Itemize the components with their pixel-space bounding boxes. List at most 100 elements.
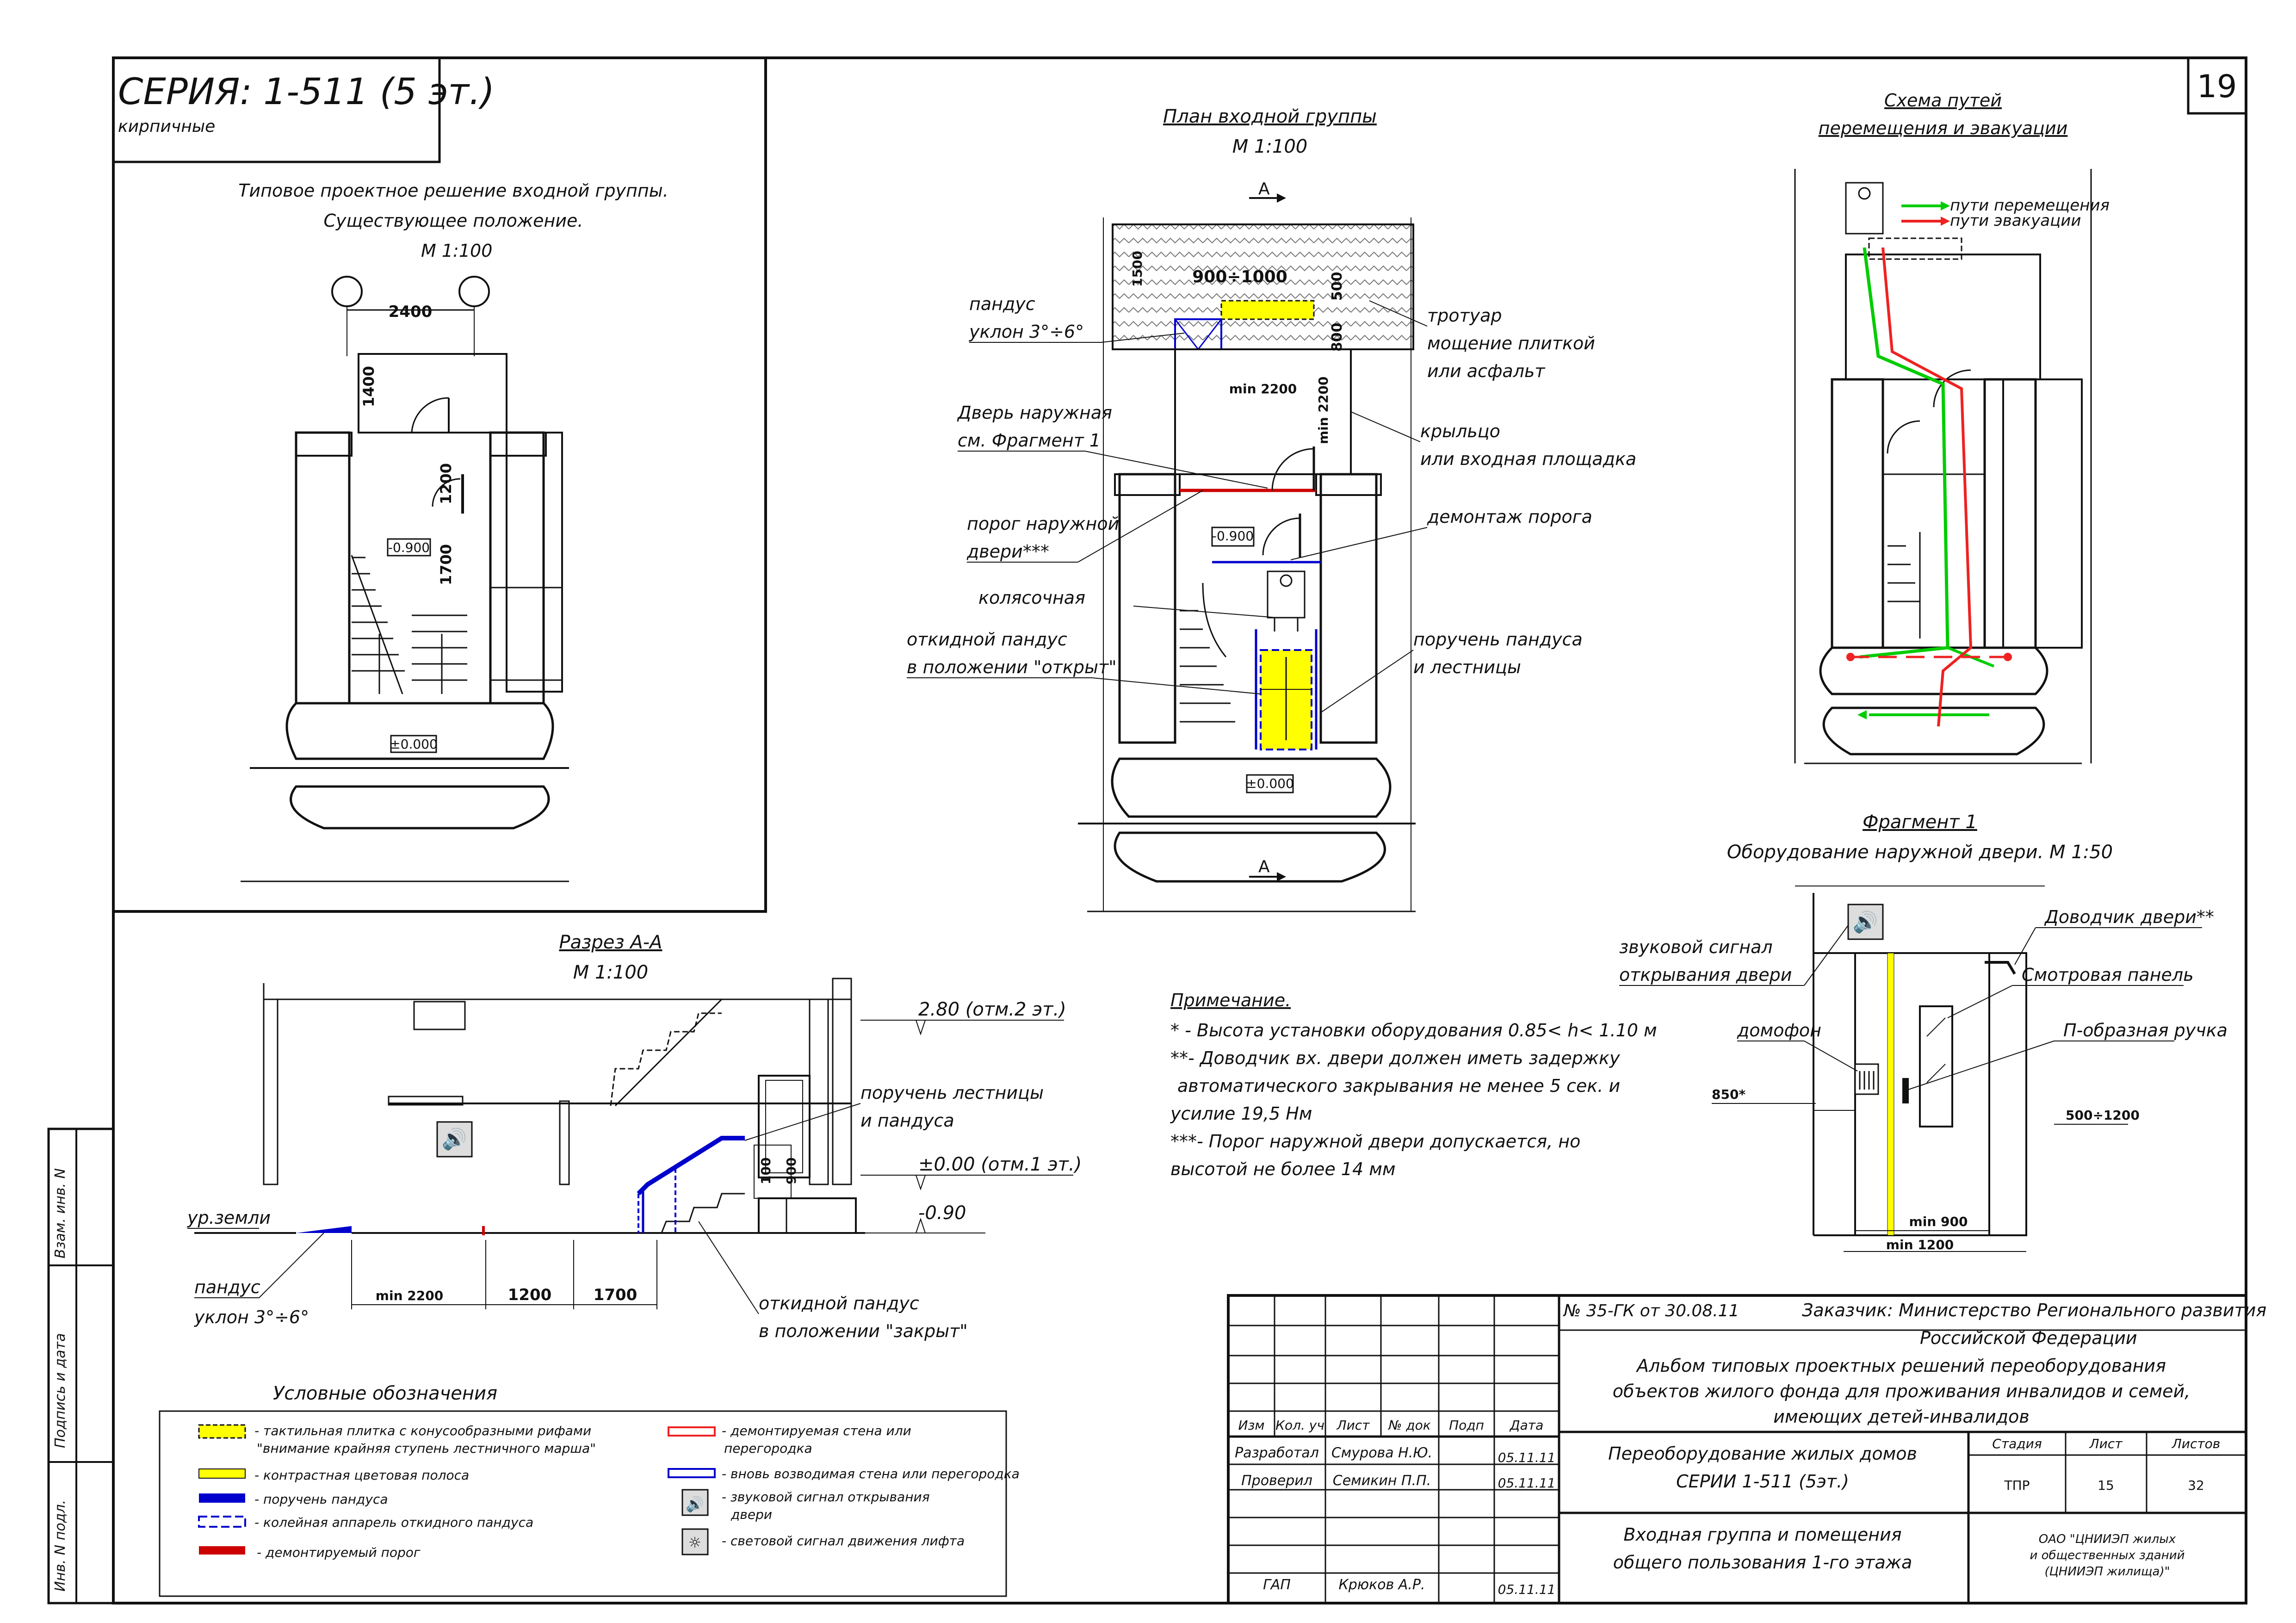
tb-chk-date: 05.11.11: [1498, 1475, 1556, 1491]
plan-label-porch-2: или входная площадка: [1420, 449, 1636, 469]
fragment-title: Фрагмент 1: [1863, 812, 1977, 833]
plan-label-threshold-2: двери***: [966, 541, 1049, 562]
plan-level-zero: ±0.000: [1246, 776, 1294, 791]
section-scale: М 1:100: [573, 962, 649, 983]
existing-level-zero: [390, 735, 437, 753]
fragment-1: Фрагмент 1 Оборудование наружной двери. …: [1619, 812, 2228, 1252]
level-000: ±0.00 (отм.1 эт.): [918, 1154, 1082, 1175]
plan-label-porch: крыльцо: [1420, 421, 1500, 441]
legend-dismantled-2: перегородка: [724, 1441, 812, 1456]
plan-label-sidewalk-3: или асфальт: [1427, 361, 1546, 381]
tb-org-1: ОАО "ЦНИИЭП жилых: [2039, 1532, 2176, 1546]
dim-1200: 1200: [437, 463, 455, 504]
plan-label-sidewalk: тротуар: [1427, 305, 1502, 326]
plan-label-sidewalk-2: мощение плиткой: [1427, 333, 1595, 353]
tb-work-2: СЕРИИ 1-511 (5эт.): [1676, 1471, 1849, 1492]
tb-org-3: (ЦНИИЭП жилища)": [2044, 1565, 2170, 1579]
dim-min1200: min 1200: [1886, 1237, 1954, 1252]
tb-dev-date: 05.11.11: [1498, 1450, 1556, 1465]
plan-label-stroller: колясочная: [978, 588, 1085, 608]
series-subtitle: кирпичные: [118, 117, 215, 136]
stamp-substitute-inv: Взам. инв. N: [52, 1168, 68, 1258]
tb-dev-role: Разработал: [1235, 1445, 1319, 1461]
notes-line-5: ***- Порог наружной двери допускается, н…: [1170, 1131, 1580, 1152]
plan-label-ramp-slope: уклон 3°÷6°: [969, 322, 1084, 342]
legend-dismantled-swatch: [668, 1426, 716, 1437]
stamp-original-inv: Инв. N подл.: [52, 1500, 68, 1592]
existing-plan: Типовое проектное решение входной группы…: [238, 180, 668, 882]
evac-wheelchair-icon: [1845, 182, 1884, 235]
speaker-icon: 🔊: [1853, 910, 1878, 934]
tb-customer-2: Российской Федерации: [1920, 1328, 2137, 1348]
tb-sheet-name-1: Входная группа и помещения: [1623, 1524, 1901, 1545]
level-280: 2.80 (отм.2 эт.): [918, 999, 1066, 1020]
existing-level-minus-text: -0.900: [388, 540, 430, 555]
notes-line-3: автоматического закрывания не менее 5 се…: [1177, 1076, 1620, 1096]
legend-threshold-swatch: [199, 1546, 245, 1555]
tb-album-2: объектов жилого фонда для проживания инв…: [1613, 1381, 2191, 1401]
dim-min2200: min 2200: [1229, 381, 1297, 396]
notes-line-2: **- Доводчик вх. двери должен иметь заде…: [1170, 1048, 1620, 1068]
section-ramp-label: пандус: [194, 1277, 260, 1297]
section-dim-900: 900: [784, 1158, 799, 1184]
section-ground: ур.земли: [187, 1208, 271, 1228]
legend-new-wall: - вновь возводимая стена или перегородка: [722, 1466, 1020, 1481]
tactile-tiles: [1220, 300, 1315, 320]
tb-sheet-name-2: общего пользования 1-го этажа: [1613, 1552, 1912, 1573]
tb-dev-name: Смурова Н.Ю.: [1331, 1445, 1432, 1461]
notes-heading: Примечание.: [1170, 990, 1291, 1010]
wheelchair-icon: [1267, 570, 1306, 632]
tb-work-1: Переоборудование жилых домов: [1608, 1443, 1917, 1464]
evac-legend-evac: пути эвакуации: [1950, 211, 2081, 230]
tb-h-date: Дата: [1509, 1418, 1544, 1433]
viewing-panel: [1919, 1005, 1953, 1127]
plan-title: План входной группы: [1163, 106, 1377, 127]
entrance-plan: План входной группы М 1:100 А 1500 900÷1…: [907, 106, 1636, 912]
legend-title: Условные обозначения: [273, 1383, 497, 1404]
intercom-device: [1854, 1063, 1879, 1095]
existing-title-2: Существующее положение.: [324, 211, 583, 231]
section-ramp: [296, 1226, 352, 1233]
section-handrail: [637, 1136, 745, 1196]
evac-legend-move: пути перемещения: [1950, 196, 2110, 215]
section-rail-label: поручень лестницы: [860, 1083, 1044, 1103]
legend-contrast: - контрастная цветовая полоса: [254, 1468, 469, 1483]
plan-label-door-ref: см. Фрагмент 1: [958, 430, 1101, 451]
legend-rail-swatch: [199, 1493, 245, 1503]
tb-customer-1: Заказчик: Министерство Регионального раз…: [1802, 1300, 2266, 1320]
notes-line-6: высотой не более 14 мм: [1170, 1159, 1396, 1179]
section-dim-1700: 1700: [594, 1286, 637, 1304]
plan-label-rail-2: и лестницы: [1413, 657, 1521, 677]
section-rail-label-2: и пандуса: [860, 1110, 954, 1131]
side-stamp: Взам. инв. N Подпись и дата Инв. N подл.: [47, 1127, 115, 1604]
section-speaker-icon: 🔊: [442, 1127, 467, 1151]
tb-stage: ТПР: [2004, 1478, 2030, 1493]
legend-light-icon: ☼: [688, 1534, 702, 1551]
legend-rails-fold-swatch: [198, 1516, 246, 1528]
section-dim-min2200: min 2200: [376, 1288, 443, 1303]
fragment-sound-2: открывания двери: [1619, 965, 1792, 985]
tb-gap-date: 05.11.11: [1498, 1582, 1556, 1597]
tb-lists: 32: [2188, 1478, 2204, 1493]
legend-tactile-1: - тактильная плитка с конусообразными ри…: [254, 1423, 591, 1438]
section-ramp-slope: уклон 3°÷6°: [194, 1307, 309, 1327]
legend-sound-2: двери: [730, 1507, 772, 1522]
section-dim-100: 100: [758, 1158, 774, 1184]
existing-title-1: Типовое проектное решение входной группы…: [238, 180, 668, 201]
tb-album-1: Альбом типовых проектных решений переобо…: [1635, 1356, 2166, 1376]
existing-level-zero-text: ±0.000: [390, 737, 438, 752]
tb-gap-name: Крюков А.Р.: [1339, 1577, 1425, 1593]
legend-rail: - поручень пандуса: [254, 1492, 388, 1507]
dim-500: 500: [1329, 272, 1345, 301]
legend-sound-swatch: [681, 1489, 709, 1516]
u-handle: [1902, 1078, 1909, 1103]
legend-threshold: - демонтируемый порог: [257, 1545, 421, 1560]
dim-min2200-vertical: min 2200: [1316, 377, 1331, 444]
section-sound-signal: [436, 1121, 473, 1158]
sheet-number: 19: [2197, 68, 2237, 105]
path-movement: [1859, 247, 1949, 659]
legend-tactile-swatch: [198, 1424, 246, 1439]
tb-h-kol: Кол. уч: [1275, 1418, 1324, 1433]
notes-line-4: усилие 19,5 Нм: [1170, 1103, 1312, 1124]
